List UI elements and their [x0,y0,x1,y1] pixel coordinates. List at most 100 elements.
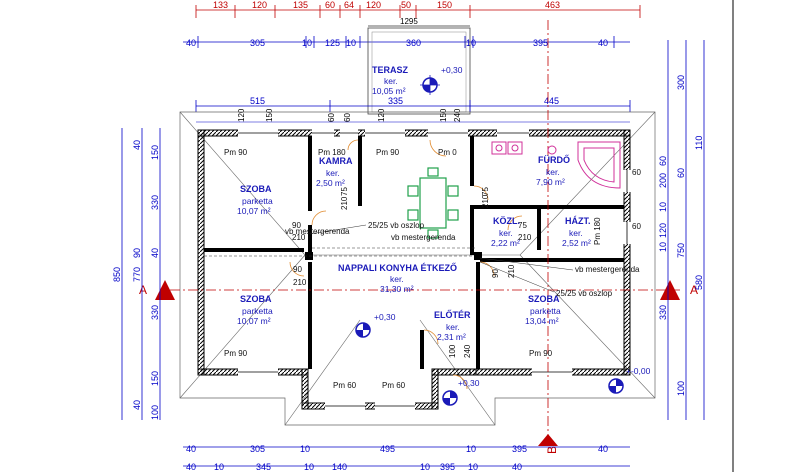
dim-b2-6: 10 [420,462,430,472]
room-eloter-name: ELŐTÉR [434,309,471,320]
room-szoba2-floor: parketta [242,306,273,316]
dim-r3-3: 445 [544,96,559,106]
room-szoba3-area: 13,04 m² [525,316,559,326]
dim-r-10b: 10 [658,242,668,252]
dim-top-8: 150 [437,0,452,10]
dim-top-5: 64 [344,0,354,10]
room-kamra-floor: ker. [326,168,340,178]
dim-r-750: 750 [676,243,686,258]
level-marker-ground-icon [608,378,624,394]
dim-top-1: 133 [213,0,228,10]
dim-b2-5: 140 [332,462,347,472]
level-eloter: +0,30 [458,378,480,388]
opening-pm90-3: Pm 90 [224,349,248,358]
dim-r2-9: 40 [598,38,608,48]
annot-gerenda-1: vb mestergerenda [285,227,350,236]
dim-b1-7: 40 [598,444,608,454]
annot-gerenda-3: vb mestergerenda [575,265,640,274]
level-marker-icon [420,75,440,95]
opening-pm90-2: Pm 90 [376,148,400,157]
dim-l-6: 330 [150,305,160,320]
room-kamra-area: 2,50 m² [316,178,345,188]
room-hazt-area: 2,52 m² [562,238,591,248]
dim-r3-2: 335 [388,96,403,106]
door-dim-240: 240 [463,344,472,358]
dimension-openings-top: 120 150 60 60 120 150 240 [196,108,630,123]
bathtub-icon [577,141,621,189]
sink-icon [491,141,523,155]
room-kozl-area: 2,22 m² [491,238,520,248]
dim-op-3: 60 [327,113,336,122]
dim-b2-2: 10 [214,462,224,472]
dim-b1-1: 40 [186,444,196,454]
dim-op-4: 60 [343,113,352,122]
annot-oszlop-2-leader [479,261,555,293]
dim-l-1: 40 [132,140,142,150]
win-dim-60a: 60 [632,168,641,177]
dim-r-110: 110 [694,136,704,150]
dim-total-1295: 1295 [400,17,418,26]
dim-l-5: 40 [150,248,160,258]
dim-l-9: 100 [150,405,160,420]
dim-b1-2: 305 [250,444,265,454]
dim-op-6: 150 [439,108,448,122]
terrace-outline [367,27,471,115]
room-szoba1-area: 10,07 m² [237,206,271,216]
annot-oszlop-1-leader [309,224,367,235]
dimension-row-bottom-1: 40 305 10 495 10 395 40 [183,444,630,454]
level-marker-entry-icon [442,390,458,406]
dim-r-120: 120 [658,223,668,238]
dim-r-580: 580 [694,275,704,290]
dim-r2-5: 10 [346,38,356,48]
room-nappali-name: NAPPALI KONYHA ÉTKEZŐ [338,262,457,273]
section-a-right-label: A [690,283,698,297]
dim-top-3: 135 [293,0,308,10]
dim-top-2: 120 [252,0,267,10]
room-nappali-floor: ker. [390,274,404,284]
dim-op-2: 150 [265,108,274,122]
door-dim-90c: 90 [491,269,500,278]
door-dim-210d: 210 [518,233,532,242]
level-terasz: +0,30 [441,65,463,75]
door-dim-100: 100 [448,344,457,358]
dim-r-10a: 10 [658,202,668,212]
door-dim-210b: 210 [340,196,349,210]
annot-oszlop-1: 25/25 vb oszlop [368,221,425,230]
beam-lines [204,247,476,257]
dim-top-9: 463 [545,0,560,10]
dim-r-330: 330 [658,305,668,320]
dim-b2-4: 10 [304,462,314,472]
opening-pm180: Pm 180 [318,148,346,157]
opening-pm60-2: Pm 60 [382,381,406,390]
dimension-row-top-red: 133 120 135 60 64 120 50 150 463 [195,0,641,18]
door-swings [289,139,523,390]
room-nappali-area: 31,30 m² [380,284,414,294]
opening-pm90-1: Pm 90 [224,148,248,157]
opening-pm60-1: Pm 60 [333,381,357,390]
dim-b1-5: 10 [466,444,476,454]
dim-l-7: 150 [150,371,160,386]
dim-top-4: 60 [325,0,335,10]
dim-op-1: 120 [237,108,246,122]
dining-table-icon [407,167,459,239]
room-szoba1-name: SZOBA [240,184,272,194]
dim-r2-7: 10 [466,38,476,48]
room-furdo-name: FÜRDŐ [538,154,570,165]
window-frames [238,132,628,407]
section-line-b [538,20,558,446]
annot-oszlop-2: 25/25 vb oszlop [556,289,613,298]
dim-r2-1: 40 [186,38,196,48]
dim-op-5: 120 [377,108,386,122]
dim-r-100: 100 [676,381,686,396]
room-terasz-area: 10,05 m² [372,86,406,96]
dim-r3-1: 515 [250,96,265,106]
dim-l-total-850: 850 [112,267,122,282]
room-szoba2-area: 10,07 m² [237,316,271,326]
dim-b1-6: 395 [512,444,527,454]
dimension-total-top: 1295 [368,17,470,27]
dimension-row-bottom-2: 40 10 345 10 140 10 395 10 40 [183,462,630,472]
door-dim-75b: 75 [481,187,490,196]
door-dim-90b: 90 [293,265,302,274]
